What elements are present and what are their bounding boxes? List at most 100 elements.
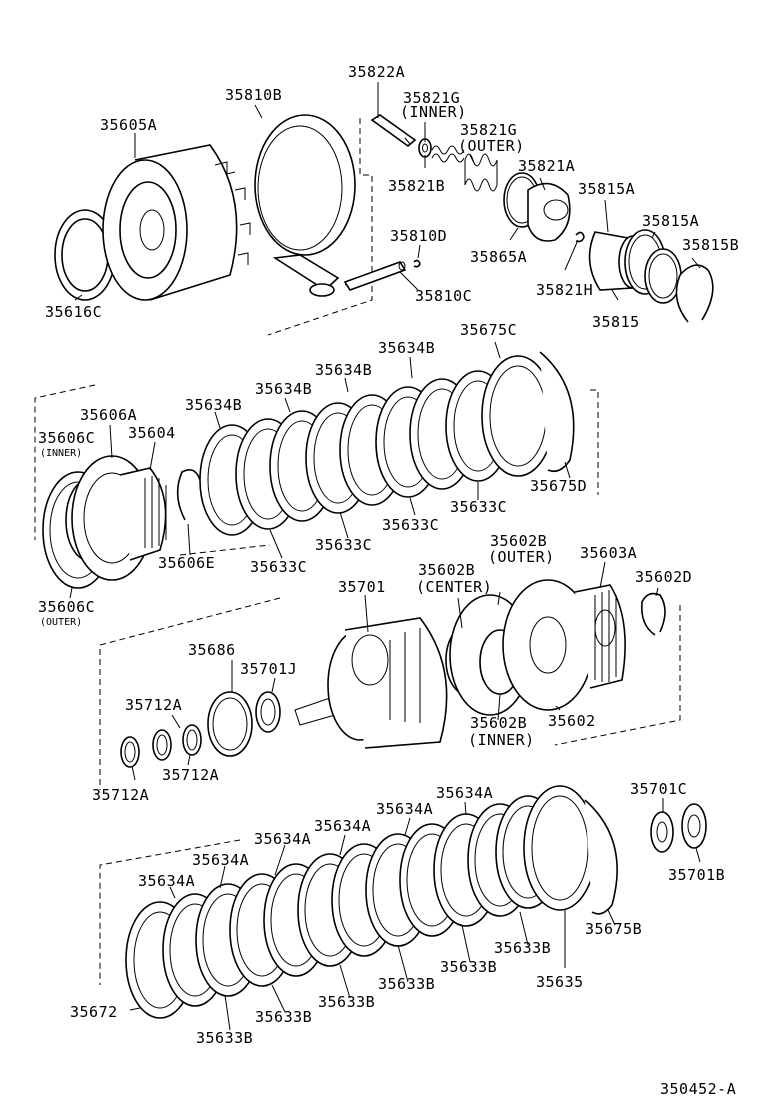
label-35633B-3[interactable]: 35633B [378,975,435,993]
label-35810D[interactable]: 35810D [390,227,447,245]
label-35633B-5[interactable]: 35633B [255,1008,312,1026]
part-35815A-inner[interactable] [644,248,682,304]
part-35712A-3[interactable] [182,724,202,756]
part-35701C[interactable] [650,811,674,853]
part-35712A-1[interactable] [120,736,140,768]
label-35712A-1[interactable]: 35712A [125,696,182,714]
part-35822A[interactable] [370,114,417,148]
label-35634A-6[interactable]: 35634A [138,872,195,890]
label-35633B-6[interactable]: 35633B [196,1029,253,1047]
part-35821A[interactable] [527,182,571,242]
label-35634B-2[interactable]: 35634B [315,361,372,379]
label-35634B-3[interactable]: 35634B [255,380,312,398]
part-35603A[interactable] [574,584,626,689]
label-35606C-inner[interactable]: 35606C [38,429,95,447]
label-35634A-2[interactable]: 35634A [376,800,433,818]
label-35633C-3[interactable]: 35633C [315,536,372,554]
part-35602D[interactable] [640,592,666,636]
label-35821G-inner-sub: (INNER) [400,103,467,121]
plates-c [199,355,555,536]
label-35635[interactable]: 35635 [536,973,584,991]
label-35701B[interactable]: 35701B [668,866,725,884]
label-35603A[interactable]: 35603A [580,544,637,562]
label-35634A-3[interactable]: 35634A [314,817,371,835]
label-35815B[interactable]: 35815B [682,236,739,254]
leaders-top [74,82,701,301]
part-35686[interactable] [207,691,253,757]
label-35686[interactable]: 35686 [188,641,236,659]
label-35602B-outer[interactable]: 35602B [490,532,547,550]
part-35604[interactable] [119,467,167,561]
label-35602B-outer-sub: (OUTER) [488,548,555,566]
part-35821G-outer-spring[interactable] [464,153,498,192]
label-35633C-2[interactable]: 35633C [382,516,439,534]
label-35634B-4[interactable]: 35634B [185,396,242,414]
label-35634A-4[interactable]: 35634A [254,830,311,848]
label-35865A[interactable]: 35865A [470,248,527,266]
label-35701J[interactable]: 35701J [240,660,297,678]
label-35633C-1[interactable]: 35633C [450,498,507,516]
label-35633B-4[interactable]: 35633B [318,993,375,1011]
label-35602D[interactable]: 35602D [635,568,692,586]
part-35701J[interactable] [255,691,281,733]
part-35821G-inner-spring[interactable] [431,145,465,163]
part-35810C[interactable] [343,261,407,291]
section-clutch-b [99,785,707,1031]
part-35606E[interactable] [176,469,201,521]
leaders-b [129,798,701,1031]
label-35821H[interactable]: 35821H [536,281,593,299]
label-35821G-inner[interactable]: 35821G [403,89,460,107]
label-35815A-2[interactable]: 35815A [642,212,699,230]
section-center [99,561,681,790]
label-35634A-1[interactable]: 35634A [436,784,493,802]
part-35810D[interactable] [413,259,421,268]
label-35633B-2[interactable]: 35633B [440,958,497,976]
section-clutch-c [34,341,599,599]
label-35821G-outer[interactable]: 35821G [460,121,517,139]
label-35602B-center[interactable]: 35602B [418,561,475,579]
label-35810C[interactable]: 35810C [415,287,472,305]
label-35712A-3[interactable]: 35712A [92,786,149,804]
label-35633C-4[interactable]: 35633C [250,558,307,576]
label-35604[interactable]: 35604 [128,424,176,442]
part-35701B[interactable] [681,803,707,849]
label-35602B-inner[interactable]: 35602B [470,714,527,732]
part-35675B[interactable] [584,799,618,915]
label-35606A[interactable]: 35606A [80,406,137,424]
label-35633B-1[interactable]: 35633B [494,939,551,957]
label-35634A-5[interactable]: 35634A [192,851,249,869]
label-35675C[interactable]: 35675C [460,321,517,339]
label-35701[interactable]: 35701 [338,578,386,596]
part-35605A[interactable] [102,144,251,301]
label-35672[interactable]: 35672 [70,1003,118,1021]
label-35675B[interactable]: 35675B [585,920,642,938]
part-35810B[interactable] [254,114,356,297]
label-35821B[interactable]: 35821B [388,177,445,195]
label-35810B[interactable]: 35810B [225,86,282,104]
part-35815B[interactable] [675,264,714,323]
plate-35635[interactable] [523,785,597,911]
label-35675D[interactable]: 35675D [530,477,587,495]
label-35815A-1[interactable]: 35815A [578,180,635,198]
label-35701C[interactable]: 35701C [630,780,687,798]
label-35602[interactable]: 35602 [548,712,596,730]
label-35605A[interactable]: 35605A [100,116,157,134]
part-35701[interactable] [294,617,448,749]
part-35675D[interactable] [539,351,575,473]
part-35616C[interactable] [54,209,116,301]
label-35606E[interactable]: 35606E [158,554,215,572]
part-35821H[interactable] [575,231,585,243]
part-35712A-2[interactable] [152,729,172,761]
plates-b [125,785,597,1019]
plate-35675C[interactable] [481,355,555,477]
label-35634B-1[interactable]: 35634B [378,339,435,357]
label-35821A[interactable]: 35821A [518,157,575,175]
label-35815[interactable]: 35815 [592,313,640,331]
label-35822A[interactable]: 35822A [348,63,405,81]
label-35616C[interactable]: 35616C [45,303,102,321]
label-35606C-outer[interactable]: 35606C [38,598,95,616]
label-35712A-2[interactable]: 35712A [162,766,219,784]
callout-labels: 35822A 35821G (INNER) 35821G (OUTER) 358… [38,63,739,1098]
label-35606C-outer-sub: (OUTER) [40,617,82,628]
